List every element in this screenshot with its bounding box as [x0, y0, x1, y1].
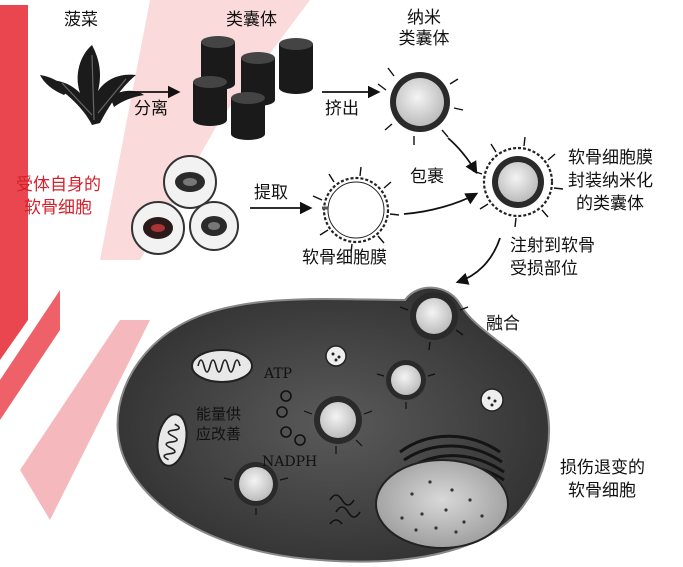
thylakoid-label: 类囊体 — [226, 10, 277, 31]
degenerated-label-line1: 损伤退变的 — [560, 458, 645, 479]
extract-label: 提取 — [254, 183, 288, 204]
energy-label-line2: 应改善 — [196, 424, 241, 445]
nucleus-icon — [376, 460, 508, 548]
extrude-label: 挤出 — [325, 99, 359, 120]
wrap-label: 包裹 — [410, 167, 444, 188]
encapsulated-label-line3: 的类囊体 — [576, 194, 644, 215]
nano-thylakoid-icon — [378, 68, 463, 145]
nano-thylakoid-label-line2: 类囊体 — [389, 29, 459, 50]
encapsulated-label-line2: 封装纳米化 — [568, 171, 653, 192]
fuse-label: 融合 — [486, 314, 520, 335]
encapsulated-label-line1: 软骨细胞膜 — [568, 148, 653, 169]
encapsulated-vesicle-icon — [473, 137, 563, 227]
spinach-label: 菠菜 — [64, 10, 98, 31]
inject-label-line2: 受损部位 — [510, 259, 578, 280]
chondrocyte-membrane-label: 软骨细胞膜 — [302, 248, 387, 269]
energy-label-line1: 能量供 — [196, 404, 241, 425]
degenerated-label-line2: 软骨细胞 — [568, 481, 636, 502]
recipient-chondrocyte-label-line1: 受体自身的 — [16, 175, 101, 196]
recipient-chondrocyte-label-line2: 软骨细胞 — [24, 198, 92, 219]
nano-thylakoid-label-line1: 纳米 — [394, 8, 454, 29]
mitochondrion-icon — [192, 350, 252, 382]
inject-label-line1: 注射到软骨 — [510, 236, 595, 257]
atp-label: ATP — [264, 364, 292, 385]
separate-label: 分离 — [134, 99, 168, 120]
nadph-label: NADPH — [262, 452, 317, 473]
chondrocyte-membrane-icon — [313, 167, 399, 253]
